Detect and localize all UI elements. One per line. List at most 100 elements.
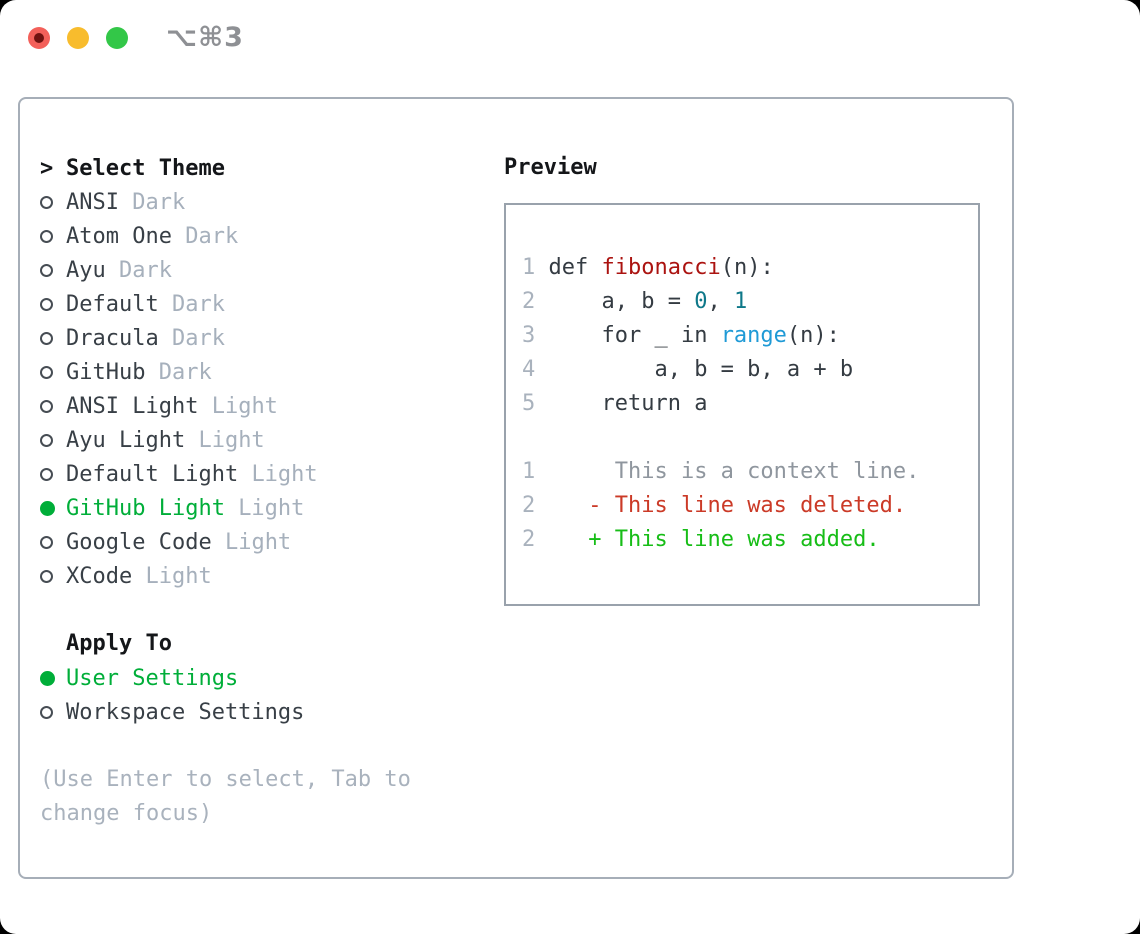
- theme-name: Atom One: [66, 223, 186, 249]
- radio-icon: [40, 263, 66, 277]
- line-number: 2: [522, 289, 549, 314]
- theme-option[interactable]: Ayu Light Light: [40, 423, 472, 457]
- theme-name: Ayu Light: [66, 427, 199, 453]
- code-line: 2 + This line was added.: [522, 523, 978, 557]
- theme-option[interactable]: Default Dark: [40, 287, 472, 321]
- code-token-plain: [549, 493, 589, 518]
- radio-icon: [40, 705, 66, 719]
- theme-name: ANSI: [66, 189, 133, 215]
- apply-option[interactable]: Workspace Settings: [40, 695, 472, 729]
- radio-icon: [40, 399, 66, 413]
- preview-column: Preview 1 def fibonacci(n):2 a, b = 0, 1…: [504, 151, 980, 606]
- theme-name: Default: [66, 291, 172, 317]
- close-button[interactable]: [28, 27, 50, 49]
- minimize-button[interactable]: [67, 27, 89, 49]
- radio-icon: [40, 195, 66, 209]
- code-token-number: 1: [733, 289, 748, 314]
- theme-option[interactable]: Google Code Light: [40, 525, 472, 559]
- code-token-plain: return a: [548, 391, 708, 416]
- zoom-button[interactable]: [106, 27, 128, 49]
- line-number: 3: [522, 323, 549, 348]
- line-number: 5: [522, 391, 549, 416]
- apply-option-label: Workspace Settings: [66, 699, 305, 725]
- theme-variant: Dark: [118, 257, 172, 283]
- theme-name: Dracula: [66, 325, 172, 351]
- code-token-func: fibonacci: [601, 255, 721, 280]
- theme-variant: Dark: [171, 291, 225, 317]
- theme-name: GitHub: [66, 359, 159, 385]
- code-token-plain: for _ in: [548, 323, 721, 348]
- line-number: 4: [522, 357, 549, 382]
- theme-option[interactable]: ANSI Light Light: [40, 389, 472, 423]
- radio-selected-icon: [40, 670, 66, 686]
- radio-icon: [40, 365, 66, 379]
- traffic-lights: [28, 27, 128, 49]
- radio-icon: [40, 433, 66, 447]
- radio-selected-icon: [40, 500, 66, 516]
- theme-option[interactable]: Default Light Light: [40, 457, 472, 491]
- line-number: 1: [522, 459, 549, 484]
- code-line: 2 a, b = 0, 1: [522, 285, 978, 319]
- theme-name: ANSI Light: [66, 393, 212, 419]
- theme-option[interactable]: ANSI Dark: [40, 185, 472, 219]
- theme-name: Ayu: [66, 257, 119, 283]
- theme-variant: Dark: [158, 359, 212, 385]
- code-token-plain: def: [548, 255, 602, 280]
- line-number: 2: [522, 527, 549, 552]
- line-number: [522, 425, 535, 450]
- apply-to-header: Apply To: [66, 631, 172, 656]
- theme-option[interactable]: Ayu Dark: [40, 253, 472, 287]
- code-token-plain: ,: [707, 289, 734, 314]
- line-number: 1: [522, 255, 549, 280]
- code-line: 1 This is a context line.: [522, 455, 978, 489]
- theme-option[interactable]: Dracula Dark: [40, 321, 472, 355]
- code-line: 1 def fibonacci(n):: [522, 251, 978, 285]
- theme-option[interactable]: GitHub Dark: [40, 355, 472, 389]
- theme-name: XCode: [66, 563, 146, 589]
- preview-title: Preview: [504, 155, 597, 180]
- theme-variant: Light: [145, 563, 212, 589]
- code-token-added: + This line was added.: [588, 527, 880, 552]
- radio-icon: [40, 229, 66, 243]
- theme-variant: Light: [238, 495, 305, 521]
- theme-option[interactable]: XCode Light: [40, 559, 472, 593]
- window-title: ⌥⌘3: [166, 22, 244, 53]
- theme-name: Default Light: [66, 461, 252, 487]
- theme-option[interactable]: Atom One Dark: [40, 219, 472, 253]
- radio-icon: [40, 535, 66, 549]
- radio-icon: [40, 297, 66, 311]
- theme-variant: Light: [251, 461, 318, 487]
- theme-variant: Dark: [185, 223, 239, 249]
- titlebar: ⌥⌘3: [0, 0, 1140, 76]
- apply-option-label: User Settings: [66, 665, 239, 691]
- code-token-plain: (n):: [786, 323, 840, 348]
- code-token-plain: a, b = b, a + b: [548, 357, 854, 382]
- code-token-deleted: - This line was deleted.: [588, 493, 907, 518]
- select-theme-header: > Select Theme: [40, 151, 472, 185]
- radio-icon: [40, 331, 66, 345]
- theme-variant: Light: [224, 529, 292, 555]
- radio-icon: [40, 569, 66, 583]
- select-theme-title: Select Theme: [66, 155, 225, 181]
- theme-option[interactable]: GitHub Light Light: [40, 491, 472, 525]
- header-marker-cell: >: [40, 156, 66, 181]
- chevron-right-icon: >: [40, 155, 54, 181]
- radio-icon: [40, 467, 66, 481]
- theme-variant: Dark: [171, 325, 225, 351]
- close-dot-icon: [34, 33, 44, 43]
- hint-text: (Use Enter to select, Tab to change focu…: [40, 767, 411, 826]
- theme-name: GitHub Light: [66, 495, 239, 521]
- line-number: 2: [522, 493, 549, 518]
- code-line: 2 - This line was deleted.: [522, 489, 978, 523]
- theme-variant: Light: [211, 393, 278, 419]
- code-token-context: This is a context line.: [548, 459, 920, 484]
- apply-option[interactable]: User Settings: [40, 661, 472, 695]
- code-token-plain: a, b =: [548, 289, 695, 314]
- theme-name: Google Code: [66, 529, 225, 555]
